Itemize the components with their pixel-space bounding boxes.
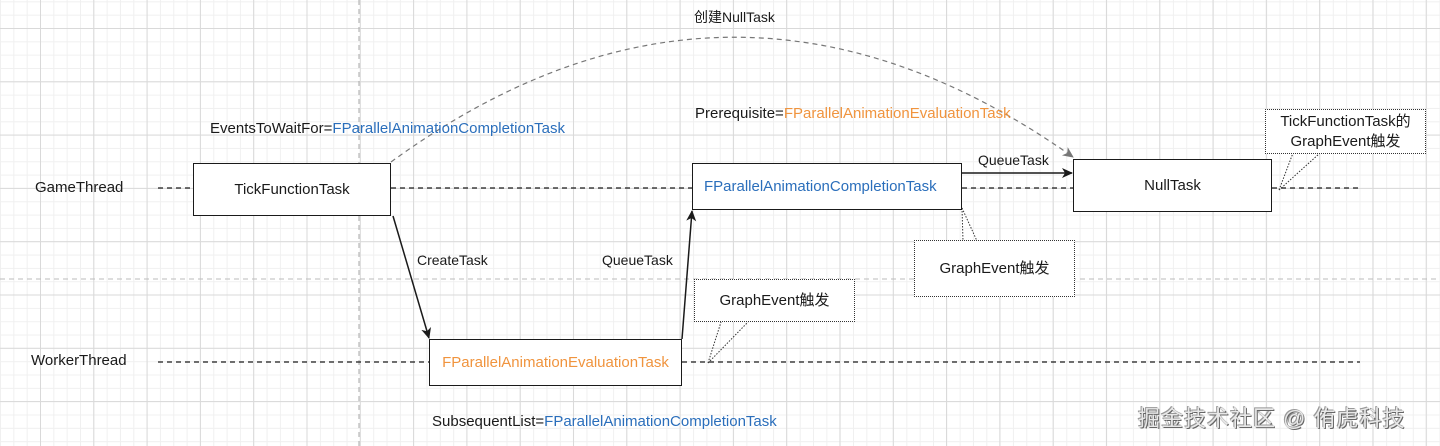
tick-callout-tail xyxy=(1278,152,1321,191)
subsequent-list-label: SubsequentList=FParallelAnimationComplet… xyxy=(432,413,777,431)
create-null-task-arrow xyxy=(390,36,1074,163)
prerequisite-value: FParallelAnimationEvaluationTask xyxy=(783,105,1011,122)
queue-task-up-arrow xyxy=(681,210,697,340)
game-thread-label: GameThread xyxy=(35,179,124,196)
completion-task-box[interactable]: FParallelAnimationCompletionTask xyxy=(692,163,962,210)
evaluation-task-box[interactable]: FParallelAnimationEvaluationTask xyxy=(429,339,682,386)
create-task-arrow xyxy=(392,215,431,339)
tick-graph-event-callout: TickFunctionTask的 GraphEvent触发 xyxy=(1265,109,1426,154)
queue-task-right-label: QueueTask xyxy=(978,152,1049,168)
queue-task-up-label: QueueTask xyxy=(602,252,673,268)
subsequent-list-prefix: SubsequentList= xyxy=(432,413,545,430)
tick-function-task-box[interactable]: TickFunctionTask xyxy=(193,163,391,216)
events-to-wait-for-value: FParallelAnimationCompletionTask xyxy=(332,120,566,137)
subsequent-list-value: FParallelAnimationCompletionTask xyxy=(544,413,777,430)
null-task-label: NullTask xyxy=(1144,177,1201,194)
prerequisite-label: Prerequisite=FParallelAnimationEvaluatio… xyxy=(695,105,1011,123)
tick-graph-event-line2: GraphEvent触发 xyxy=(1290,132,1401,150)
completion-graph-event-text: GraphEvent触发 xyxy=(939,259,1050,277)
create-null-task-label: 创建NullTask xyxy=(694,9,775,25)
worker-thread-label: WorkerThread xyxy=(31,352,127,369)
events-to-wait-for-prefix: EventsToWaitFor= xyxy=(210,120,333,137)
evaluation-graph-event-text: GraphEvent触发 xyxy=(719,291,830,309)
tick-graph-event-line1: TickFunctionTask的 xyxy=(1280,112,1411,130)
events-to-wait-for-label: EventsToWaitFor=FParallelAnimationComple… xyxy=(210,120,565,138)
evaluation-callout-tail xyxy=(707,321,749,364)
watermark: 掘金技术社区 @ 侑虎科技 xyxy=(1138,406,1406,431)
prerequisite-prefix: Prerequisite= xyxy=(695,105,784,122)
evaluation-task-label: FParallelAnimationEvaluationTask xyxy=(442,354,669,371)
create-task-label: CreateTask xyxy=(417,252,488,268)
completion-task-label: FParallelAnimationCompletionTask xyxy=(704,178,937,195)
completion-graph-event-callout: GraphEvent触发 xyxy=(914,240,1075,297)
null-task-box[interactable]: NullTask xyxy=(1073,159,1272,212)
tick-function-task-label: TickFunctionTask xyxy=(234,181,350,198)
completion-callout-tail xyxy=(961,207,978,242)
evaluation-graph-event-callout: GraphEvent触发 xyxy=(694,279,855,322)
